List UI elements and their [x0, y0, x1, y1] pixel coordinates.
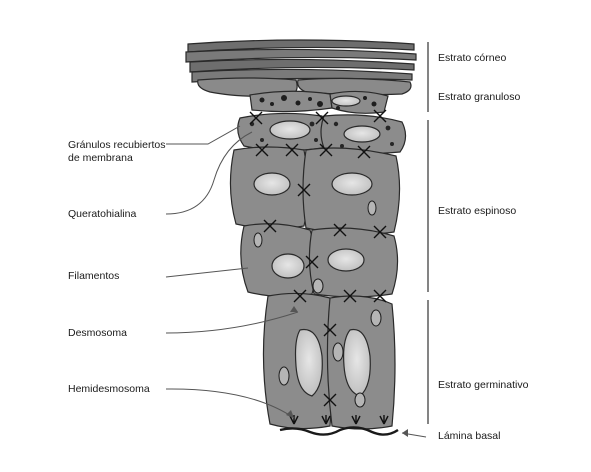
leader-granules — [166, 125, 241, 145]
label-granules-line1: Gránulos recubiertos — [68, 139, 166, 151]
label-hemidesmosome: Hemidesmosoma — [68, 383, 150, 395]
stratum-granulosum-cells — [249, 90, 389, 114]
hemidesmosomes — [289, 415, 389, 425]
label-stratum-spinosum: Estrato espinoso — [438, 205, 517, 217]
desmosome-tufts — [249, 109, 387, 407]
middle-spinous-cells — [229, 146, 401, 235]
leader-hemidesmosome — [165, 388, 295, 419]
label-stratum-germinativum: Estrato germinativo — [438, 379, 529, 391]
leader-filaments — [165, 267, 249, 278]
upper-spinous-cells — [237, 112, 407, 154]
stratum-corneum-layers — [185, 39, 417, 98]
label-granules-line2: de membrana — [68, 152, 133, 164]
label-stratum-corneum: Estrato córneo — [438, 52, 507, 64]
leader-arrowheads — [286, 306, 408, 437]
leader-keratohyalin — [165, 131, 253, 215]
label-filaments: Filamentos — [68, 270, 120, 282]
label-stratum-granulosum: Estrato granuloso — [438, 91, 521, 103]
leader-desmosome — [165, 311, 299, 334]
basal-lamina — [279, 426, 399, 436]
label-basal-lamina: Lámina basal — [438, 430, 501, 442]
basal-cells — [262, 292, 396, 430]
leader-lines — [165, 125, 427, 438]
label-desmosome: Desmosoma — [68, 327, 127, 339]
mitochondria — [253, 200, 382, 408]
label-keratohyalin: Queratohialina — [68, 208, 137, 220]
